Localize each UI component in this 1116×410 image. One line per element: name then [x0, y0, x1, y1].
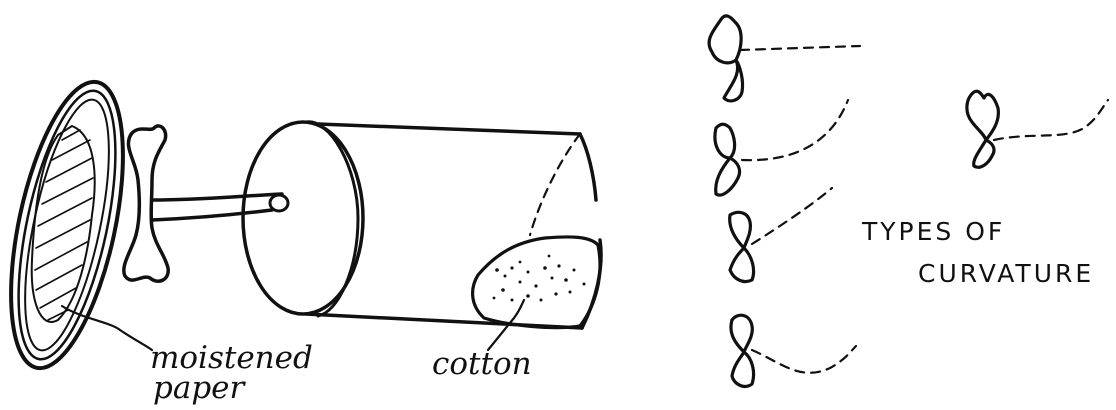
cotton-plug	[473, 237, 600, 328]
cylinder-tube	[243, 122, 601, 328]
seedling-angled-up	[730, 188, 832, 282]
label-cotton: cotton	[432, 346, 532, 382]
holder-stalk	[152, 194, 288, 220]
seedling-curving-up	[715, 100, 848, 195]
moistened-paper-leader	[62, 306, 152, 350]
label-types-of: TYPES OF	[861, 217, 1005, 246]
label-paper: paper	[153, 370, 247, 405]
seedling-hooked	[967, 91, 1108, 167]
cotton-speckles	[493, 255, 586, 302]
seed	[124, 126, 168, 281]
seedling-straight	[709, 16, 860, 101]
seedling-curving-down	[731, 315, 856, 386]
label-curvature: CURVATURE	[918, 259, 1094, 288]
